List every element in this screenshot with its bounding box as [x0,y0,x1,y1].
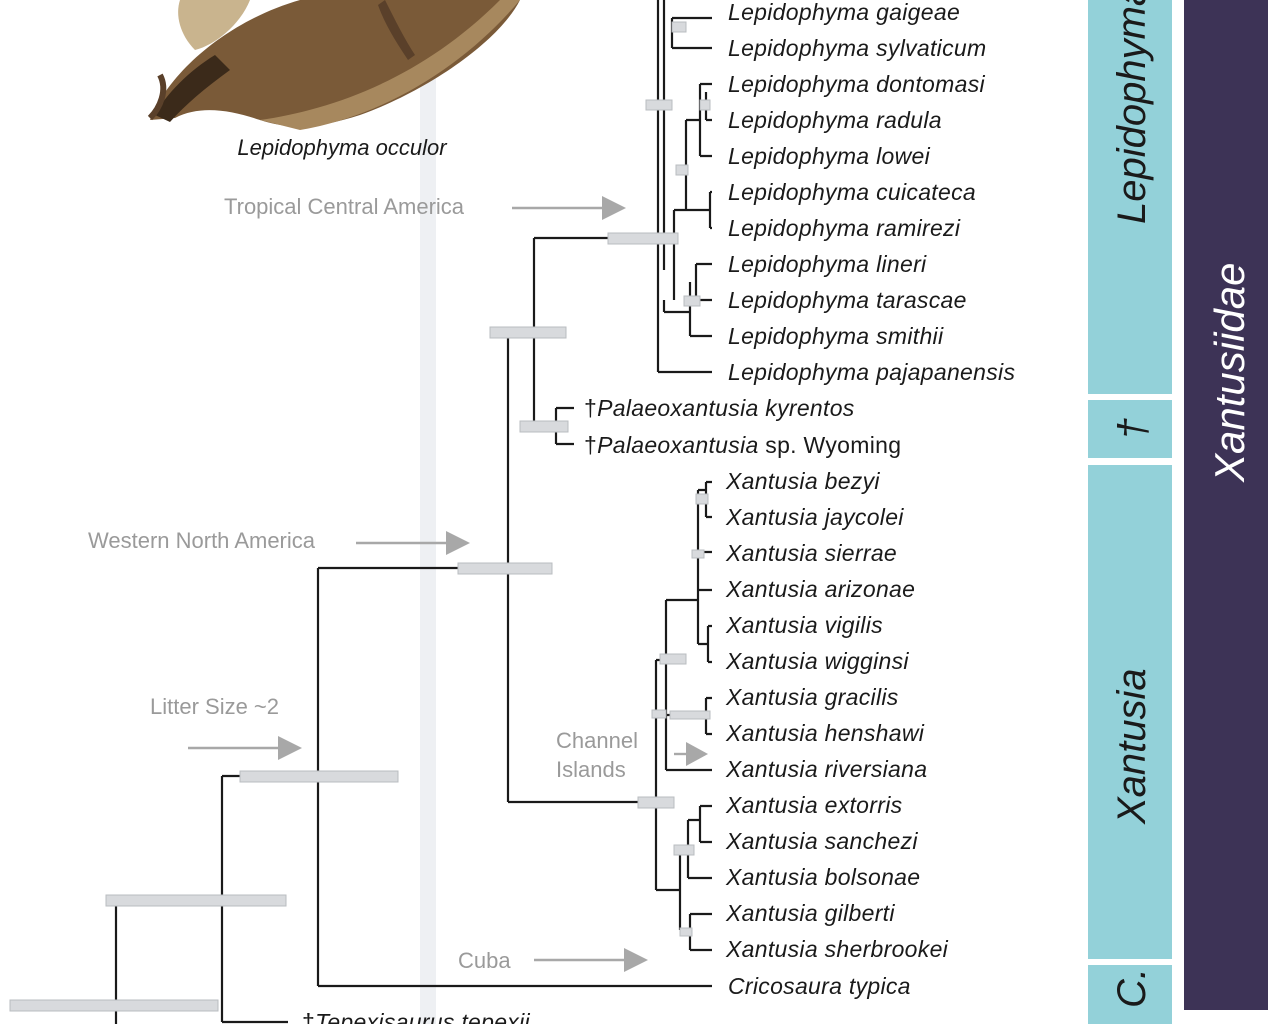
arrow-right-icon [602,196,626,220]
photo-caption: Lepidophyma occulor [237,135,448,160]
taxon-label: Lepidophyma gaigeae [728,0,960,25]
annotation-channel: Channel [556,728,638,753]
taxon-label: Lepidophyma ramirezi [728,215,961,241]
taxon-label-fossil: †Palaeoxantusia kyrentos [584,395,855,421]
taxon-label: Lepidophyma cuicateca [728,179,976,205]
taxon-label: Lepidophyma radula [728,107,942,133]
annotation-litter-size: Litter Size ~2 [150,694,279,719]
clade-bar-lepidophyma [1088,0,1172,394]
taxon-label: Lepidophyma sylvaticum [728,35,986,61]
dagger-mark: † [584,432,597,458]
taxon-rest: sp. Wyoming [759,432,902,458]
taxon-label: Lepidophyma lineri [728,251,927,277]
taxon-label: Xantusia bezyi [725,468,880,494]
taxon-label: Xantusia gracilis [725,684,899,710]
time-band [420,0,436,1024]
taxon-label: Lepidophyma smithii [728,323,944,349]
taxon-label: Xantusia henshawi [725,720,925,746]
taxon-label: Cricosaura typica [728,973,911,999]
clade-label-lepidophyma: Lepidophyma [1110,0,1154,224]
taxon-label: Xantusia arizonae [725,576,915,602]
taxon-label-fossil: †Palaeoxantusia sp. Wyoming [584,432,901,458]
annotation-cuba: Cuba [458,948,511,973]
taxon-label-fossil: †Tepexisaurus tepexii [302,1009,531,1024]
taxon-label: Lepidophyma lowei [728,143,931,169]
clade-label-cricosaura: C. [1110,968,1154,1008]
taxon-label: Xantusia jaycolei [725,504,904,530]
taxon-labels: Lepidophyma gaigeae Lepidophyma sylvatic… [302,0,1015,1024]
ci-bars [9,21,711,1012]
taxon-genus: Palaeoxantusia [597,432,758,458]
arrow-right-icon [624,948,648,972]
taxon-label: Xantusia extorris [725,792,903,818]
lizard-photo [147,0,520,130]
clade-bar-cricosaura [1088,965,1172,1024]
annotation-western-north-america: Western North America [88,528,316,553]
taxon-label: Xantusia wigginsi [725,648,909,674]
annotation-tropical-central-america: Tropical Central America [224,194,465,219]
taxon-label: Lepidophyma tarascae [728,287,967,313]
dagger-mark: † [302,1009,315,1024]
taxon-label: Xantusia riversiana [725,756,927,782]
taxon-label: Xantusia gilberti [725,900,895,926]
clade-bar-fossil [1088,400,1172,458]
taxon-label: Xantusia bolsonae [725,864,920,890]
clade-bar-xantusia [1088,465,1172,959]
arrow-right-icon [278,736,302,760]
annotation-islands: Islands [556,757,626,782]
arrow-right-icon [686,742,708,766]
taxon-label: Xantusia sherbrookei [725,936,949,962]
taxon-name: Palaeoxantusia kyrentos [597,395,855,421]
taxon-label: Lepidophyma pajapanensis [728,359,1015,385]
taxon-label: Xantusia sanchezi [725,828,918,854]
taxon-name: Tepexisaurus tepexii [315,1009,530,1024]
taxon-label: Xantusia sierrae [725,540,897,566]
clade-label-xantusia: Xantusia [1110,668,1154,825]
arrow-right-icon [446,531,470,555]
taxon-label: Xantusia vigilis [725,612,883,638]
taxon-label: Lepidophyma dontomasi [728,71,985,97]
dagger-mark: † [584,395,597,421]
clade-bars: Lepidophyma † Xantusia C. Xantusiidae [1088,0,1268,1024]
family-label-xantusiidae: Xantusiidae [1206,263,1253,484]
family-bar-xantusiidae [1184,0,1268,1010]
clade-label-fossil: † [1111,418,1155,440]
